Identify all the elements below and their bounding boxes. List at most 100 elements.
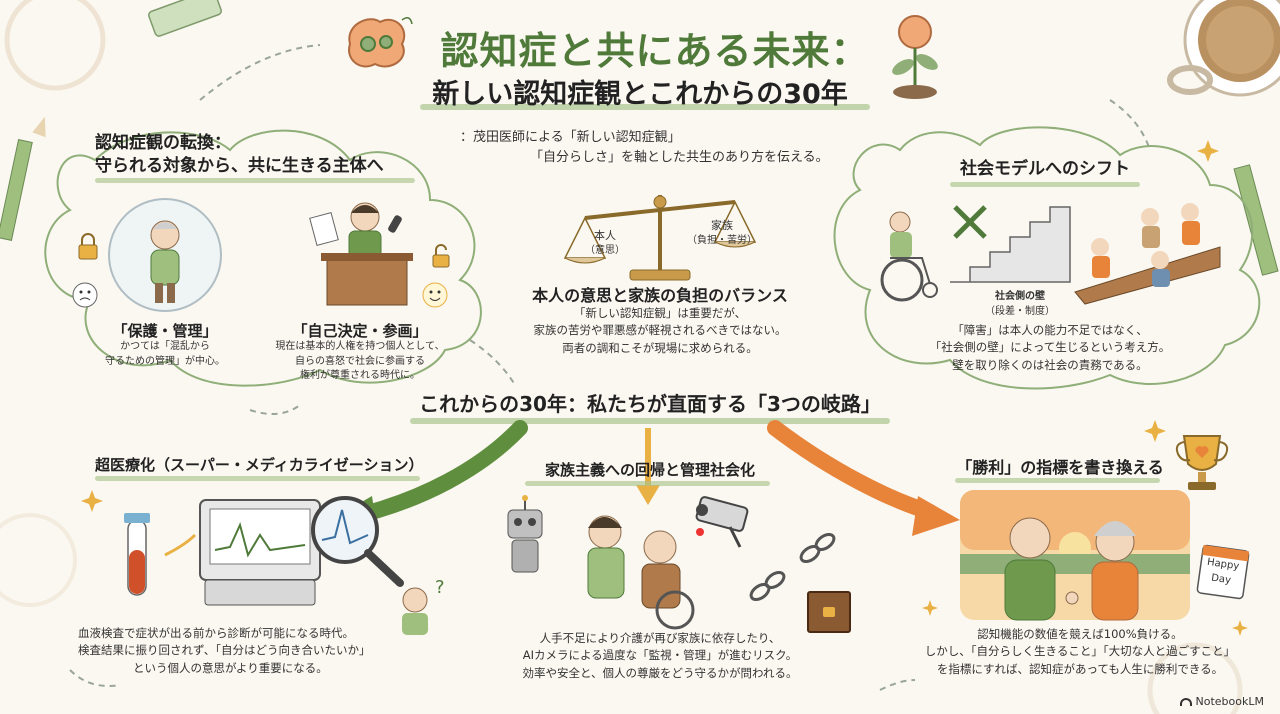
brain-plant-icon [892, 15, 938, 99]
dashed-arrow [69, 44, 1151, 691]
new-model-text: 現在は基本的人権を持つ個人として、 自らの喜怒で社会に参画する 権利が尊重される… [255, 340, 465, 384]
wheelchair-user-icon [880, 211, 938, 302]
eraser-icon [148, 0, 222, 37]
balance-left-label: 本人 （意思） [580, 228, 630, 258]
path-2-text-line-2: AIカメラによる過度な「監視・管理」が進むリスク。 [522, 648, 798, 663]
caregiver-icon [587, 515, 625, 599]
balance-text-line-1: 「新しい認知症観」は重要だが、 [573, 306, 747, 320]
path-2-title: 家族主義への回帰と管理社会化 [544, 461, 755, 479]
stairs-label: 社会側の壁 （段差・制度） [980, 290, 1060, 319]
people-building-ramp-icon [1074, 203, 1221, 305]
stairs-label-1: 社会側の壁 [995, 291, 1045, 302]
crossroads-heading: これからの30年：私たちが直面する「3つの岐路」 [419, 392, 881, 416]
thinking-person-icon: ? [402, 577, 445, 635]
new-model-text-line-2: 自らの喜怒で社会に参画する [295, 355, 425, 367]
path-2-text-line-1: 人手不足により介護が再び家族に依存したり、 [539, 631, 781, 645]
paradigm-shift-title: 認知症観の転換： 守られる対象から、共に生きる主体へ [95, 132, 435, 178]
broken-chain-icon [749, 532, 836, 602]
path-3-title: 「勝利」の指標を書き換える [956, 458, 1164, 477]
microphone-icon [388, 215, 402, 233]
balance-right-label-2: （負担・苦労） [687, 234, 757, 246]
intro-line-2: 「自分らしさ」を軸とした共生のあり方を伝える。 [530, 149, 829, 165]
speaker-podium-illustration [309, 202, 450, 308]
social-model-highlight [950, 182, 1140, 187]
balance-title: 本人の意思と家族の負担のバランス [532, 286, 788, 305]
stairs-label-2: （段差・制度） [985, 305, 1055, 317]
medical-monitor-icon [199, 499, 321, 606]
worried-face-icon [72, 282, 98, 308]
cloud-bubble-left [44, 129, 482, 387]
pencil-icon [0, 116, 46, 241]
unlocked-padlock-icon [432, 244, 450, 268]
coffee-stain [1147, 642, 1243, 714]
sunset-couple-illustration [960, 490, 1190, 621]
new-model-label: 「自己決定・参画」 [292, 322, 428, 340]
elderly-woman-icon [1091, 521, 1139, 621]
social-model-illustration [880, 203, 1221, 305]
social-model-text: 「障害」は本人の能力不足ではなく、 「社会側の壁」によって生じるという考え方。 … [905, 322, 1195, 374]
paradigm-shift-title-line-2: 守られる対象から、共に生きる主体へ [95, 155, 384, 176]
path-1-text-line-3: という個人の意思がより重要になる。 [133, 660, 328, 675]
path-2-text-line-3: 効率や安全と、個人の尊厳をどう守るかが問われる。 [522, 665, 798, 680]
cloud-bubble-right [833, 126, 1261, 390]
social-model-title: 社会モデルへのシフト [960, 159, 1130, 179]
test-tube-icon [124, 513, 150, 596]
page-title: 認知症と共にある未来： [440, 29, 870, 73]
podium [326, 256, 408, 306]
title-underline [420, 104, 870, 110]
paradigm-highlight [95, 178, 415, 183]
path-3-text-line-1: 認知機能の数値を競えば100%負ける。 [977, 627, 1183, 641]
path-1-title: 超医療化（スーパー・メディカライゼーション） [95, 456, 424, 474]
new-model-text-line-1: 現在は基本的人権を持つ個人として、 [275, 341, 445, 352]
padlock-icon [78, 233, 98, 260]
stairs-icon [950, 206, 1071, 283]
holding-hands-icon [1065, 591, 1079, 605]
path-3-highlight [955, 478, 1160, 483]
path-1-text-line-1: 血液検査で症状が出る前から診断が可能になる時代。 [78, 626, 354, 640]
cross-mark-icon [953, 205, 987, 239]
path-3-text: 認知機能の数値を競えば100%負ける。 しかし、「自分らしく生きること」「大切な… [915, 626, 1245, 678]
old-model-text-line-1: かつては「混乱から [120, 341, 210, 352]
balance-left-label-1: 本人 [594, 229, 616, 242]
smiley-face-icon [422, 282, 448, 308]
coffee-stain [0, 513, 77, 607]
balance-right-label: 家族 （負担・苦労） [677, 218, 767, 248]
medical-testing-illustration: ? [124, 496, 445, 635]
old-model-text: かつては「混乱から 守るための管理」が中心。 [90, 340, 240, 369]
path-3-text-line-3: を指標にすれば、認知症があっても人生に勝利できる。 [936, 661, 1224, 676]
brain-gears-icon [348, 17, 413, 68]
social-model-text-line-1: 「障害」は本人の能力不足ではなく、 [952, 323, 1148, 337]
notebooklm-logo: NotebookLM [1179, 695, 1264, 708]
path-1-text-line-2: 検査結果に振り回されず、「自分はどう向き合いたいか」 [78, 643, 371, 658]
path-2-text: 人手不足により介護が再び家族に依存したり、 AIカメラによる過度な「監視・管理」… [500, 630, 820, 682]
old-model-text-line-2: 守るための管理」が中心。 [105, 355, 225, 367]
small-arrow-icon [164, 533, 197, 557]
path-1-highlight [95, 476, 420, 481]
balance-text-line-3: 両者の調和こそが現場に求められる。 [562, 340, 758, 355]
sparkle-icon [81, 140, 1248, 636]
protected-elder-bubble-illustration [72, 198, 222, 312]
path-1-text: 血液検査で症状が出る前から診断が可能になる時代。 検査結果に振り回されず、「自分… [78, 625, 408, 677]
trophy-icon [1175, 435, 1229, 490]
old-model-label: 「保護・管理」 [112, 322, 218, 340]
balance-text-line-2: 家族の苦労や罪悪感が軽視されるべきではない。 [533, 323, 787, 338]
crossroads-underline [410, 418, 890, 424]
calendar-icon [1196, 544, 1250, 600]
balance-left-label-2: （意思） [585, 244, 625, 256]
coffee-cup-icon [1167, 0, 1280, 97]
arrow-to-path-3 [767, 420, 938, 520]
coffee-stain [4, 0, 106, 91]
new-model-text-line-3: 権利が尊重される時代に。 [300, 370, 420, 381]
notebooklm-logo-icon [1179, 697, 1192, 706]
svg-text:?: ? [435, 577, 445, 598]
elderly-man-icon [1004, 517, 1056, 621]
intro-text: ：茂田医師による「新しい認知症観」 「自分らしさ」を軸とした共生のあり方を伝える… [460, 128, 880, 167]
paradigm-shift-title-line-1: 認知症観の転換： [95, 133, 231, 153]
intro-line-1: ：茂田医師による「新しい認知症観」 [460, 130, 681, 145]
elder-body [150, 249, 180, 286]
surveillance-camera-icon [695, 496, 749, 548]
balance-right-label-1: 家族 [711, 219, 733, 232]
notebooklm-logo-text: NotebookLM [1195, 695, 1264, 708]
